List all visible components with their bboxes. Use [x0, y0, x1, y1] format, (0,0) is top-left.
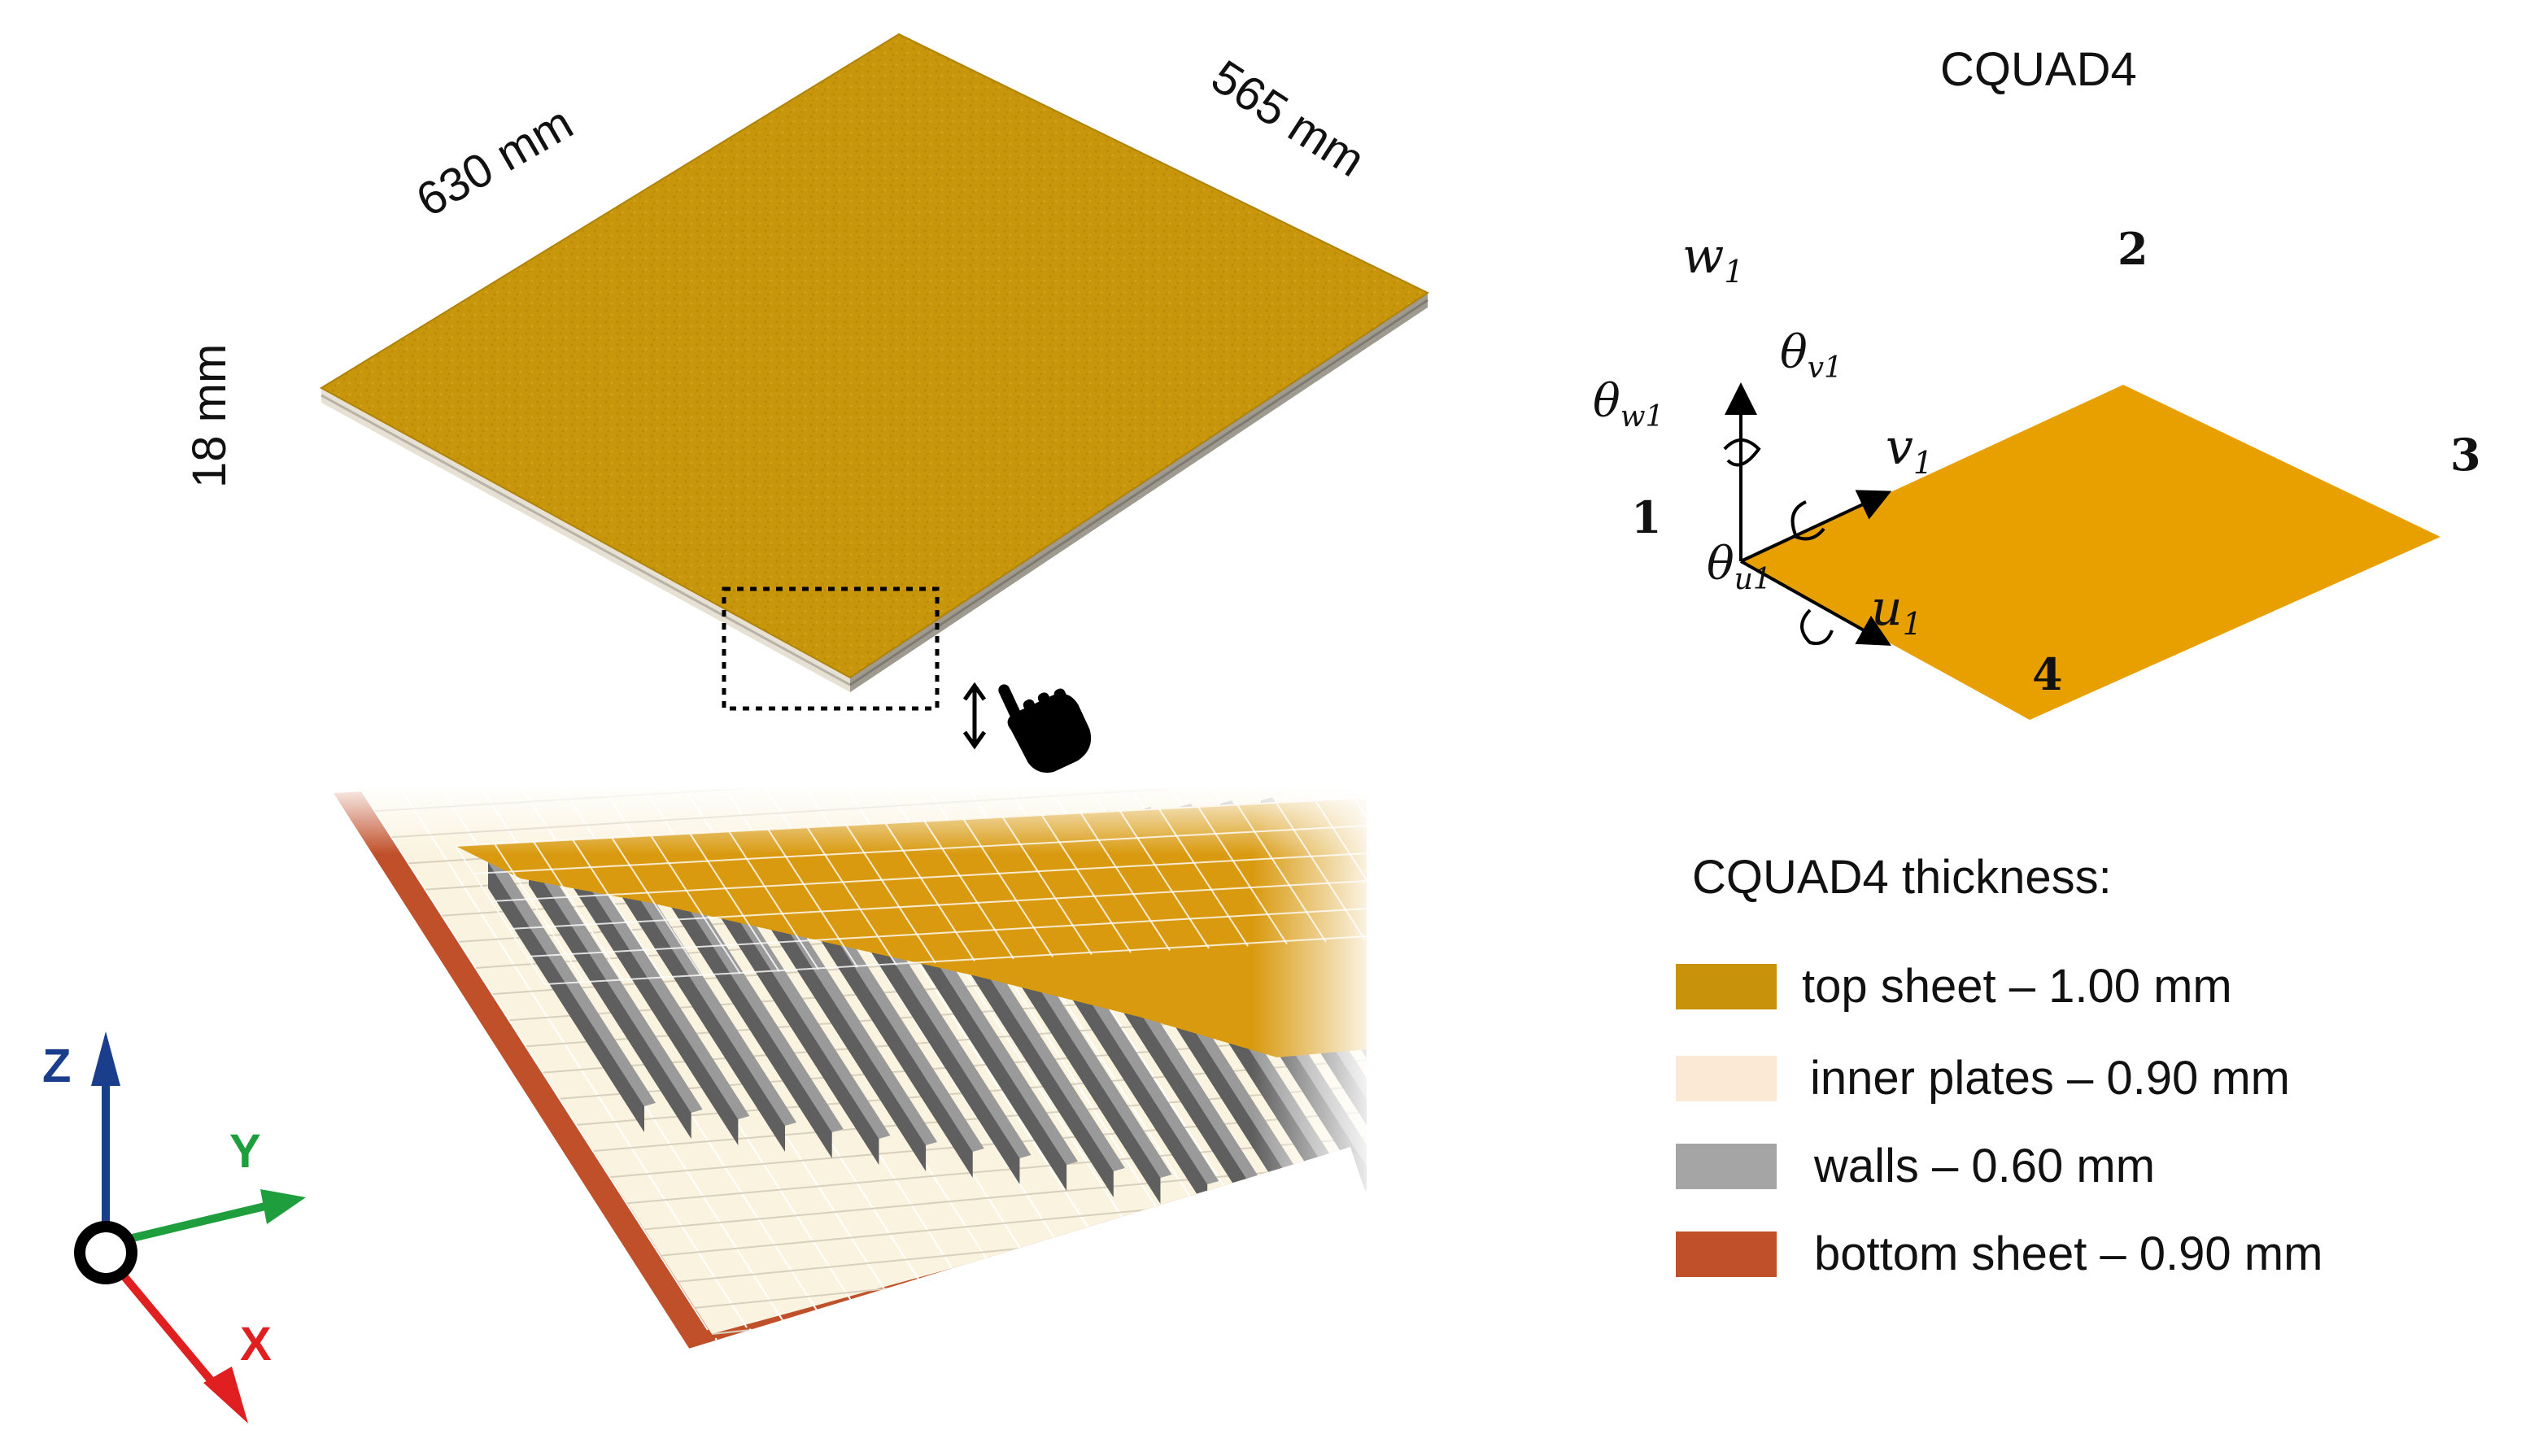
grid-line: [396, 789, 748, 1328]
wall-face: [569, 856, 739, 1145]
bottom-grid-line: [1228, 1197, 1232, 1218]
bottom-grid-line: [818, 1310, 822, 1330]
legend-item: walls – 0.60 mm: [1676, 1140, 2155, 1192]
bottom-grid-line: [1057, 1244, 1062, 1265]
dim-width-label: 565 mm: [1202, 50, 1374, 187]
top-grid-line: [455, 845, 546, 985]
sandwich-panel: [320, 33, 1430, 711]
grid-line: [358, 724, 1383, 785]
y-axis: [120, 1201, 270, 1245]
zoom-box: [722, 586, 940, 711]
theta-u1-label: θu1: [1707, 538, 1772, 596]
v1-label: v1: [1886, 419, 1933, 481]
bottom-grid-line: [1023, 1253, 1027, 1274]
theta-v-rotation-icon: [1790, 500, 1825, 541]
bottom-grid-line: [852, 1300, 857, 1321]
y-axis-label: Y: [229, 1125, 261, 1178]
top-grid-line: [611, 837, 702, 977]
top-grid-line: [544, 935, 1367, 985]
bottom-grid-line: [886, 1291, 891, 1311]
grid-line: [1333, 789, 1367, 1272]
bottom-grid-line: [1193, 1206, 1198, 1227]
legend-swatch-inner-plates: [1676, 1056, 1777, 1101]
bottom-grid-line: [783, 1319, 788, 1340]
y-arrowhead: [260, 1189, 306, 1224]
bottom-grid-line: [954, 1272, 959, 1293]
legend-item: inner plates – 0.90 mm: [1676, 1052, 2290, 1105]
legend-swatch-walls: [1676, 1144, 1777, 1189]
axes-triad: Z Y X: [42, 1031, 306, 1423]
node-2-label: 2: [2118, 223, 2148, 275]
axes-origin: [74, 1221, 137, 1284]
w1-label: w1: [1682, 228, 1744, 290]
wall-face-light: [569, 852, 750, 1119]
top-grid-line: [728, 830, 819, 970]
z-axis-label: Z: [42, 1040, 71, 1092]
legend-label-inner-plates: inner plates – 0.90 mm: [1810, 1052, 2290, 1105]
theta-w-rotation-icon: [1723, 438, 1761, 467]
bottom-grid-line: [749, 1328, 754, 1349]
top-grid-line: [526, 907, 1367, 957]
legend-label-bottom-sheet: bottom sheet – 0.90 mm: [1814, 1227, 2323, 1280]
grid-line: [357, 789, 709, 1331]
top-grid-line: [533, 841, 624, 981]
top-grid-line: [572, 839, 663, 979]
legend-title: CQUAD4 thickness:: [1692, 851, 2112, 904]
hand-icon: [998, 684, 1092, 774]
bottom-grid-line: [1159, 1216, 1164, 1236]
legend-label-walls: walls – 0.60 mm: [1813, 1140, 2155, 1192]
thickness-legend: CQUAD4 thickness: top sheet – 1.00 mm in…: [1676, 851, 2323, 1280]
legend-item: top sheet – 1.00 mm: [1676, 960, 2232, 1013]
top-grid-line: [689, 832, 780, 972]
theta-w1-label: θw1: [1593, 375, 1664, 434]
theta-u-rotation-icon: [1800, 608, 1834, 645]
legend-swatch-bottom-sheet: [1676, 1231, 1777, 1277]
bottom-grid-line: [988, 1262, 993, 1284]
node-4-label: 4: [2032, 648, 2063, 700]
x-arrowhead: [203, 1367, 248, 1423]
x-axis: [115, 1266, 223, 1394]
top-grid-line: [491, 852, 1367, 902]
wall-face-light: [529, 856, 703, 1113]
legend-item: bottom sheet – 0.90 mm: [1676, 1227, 2323, 1280]
x-axis-label: X: [240, 1318, 272, 1371]
theta-v1-label: θv1: [1780, 326, 1843, 385]
node-3-label: 3: [2450, 429, 2481, 481]
bottom-grid-line: [1091, 1235, 1096, 1255]
u1-label: u1: [1871, 580, 1922, 642]
top-grid-line: [650, 835, 741, 974]
cquad4-element: [1741, 385, 2440, 720]
bottom-grid-line: [1125, 1225, 1130, 1246]
dim-length-label: 630 mm: [408, 96, 582, 227]
legend-swatch-top-sheet: [1676, 964, 1777, 1009]
z-arrowhead: [91, 1031, 120, 1086]
bottom-grid-line: [715, 1337, 720, 1350]
wall-face-light: [610, 849, 797, 1126]
panel-top-face: [321, 34, 1428, 678]
top-grid-line: [494, 843, 585, 983]
dim-thickness-label: 18 mm: [183, 344, 236, 488]
node-1-label: 1: [1631, 491, 1662, 543]
wall-face: [488, 862, 644, 1132]
wall-face: [610, 852, 786, 1152]
bottom-grid-line: [920, 1281, 925, 1302]
wall-face: [529, 859, 691, 1139]
wall-face: [651, 849, 832, 1158]
zoom-gesture-icon: [962, 682, 1092, 774]
wall-face: [691, 846, 879, 1165]
top-grid-line: [508, 879, 1367, 930]
dof-arrows: [1723, 382, 1892, 646]
element-title: CQUAD4: [1940, 43, 2137, 96]
legend-label-top-sheet: top sheet – 1.00 mm: [1802, 960, 2232, 1013]
